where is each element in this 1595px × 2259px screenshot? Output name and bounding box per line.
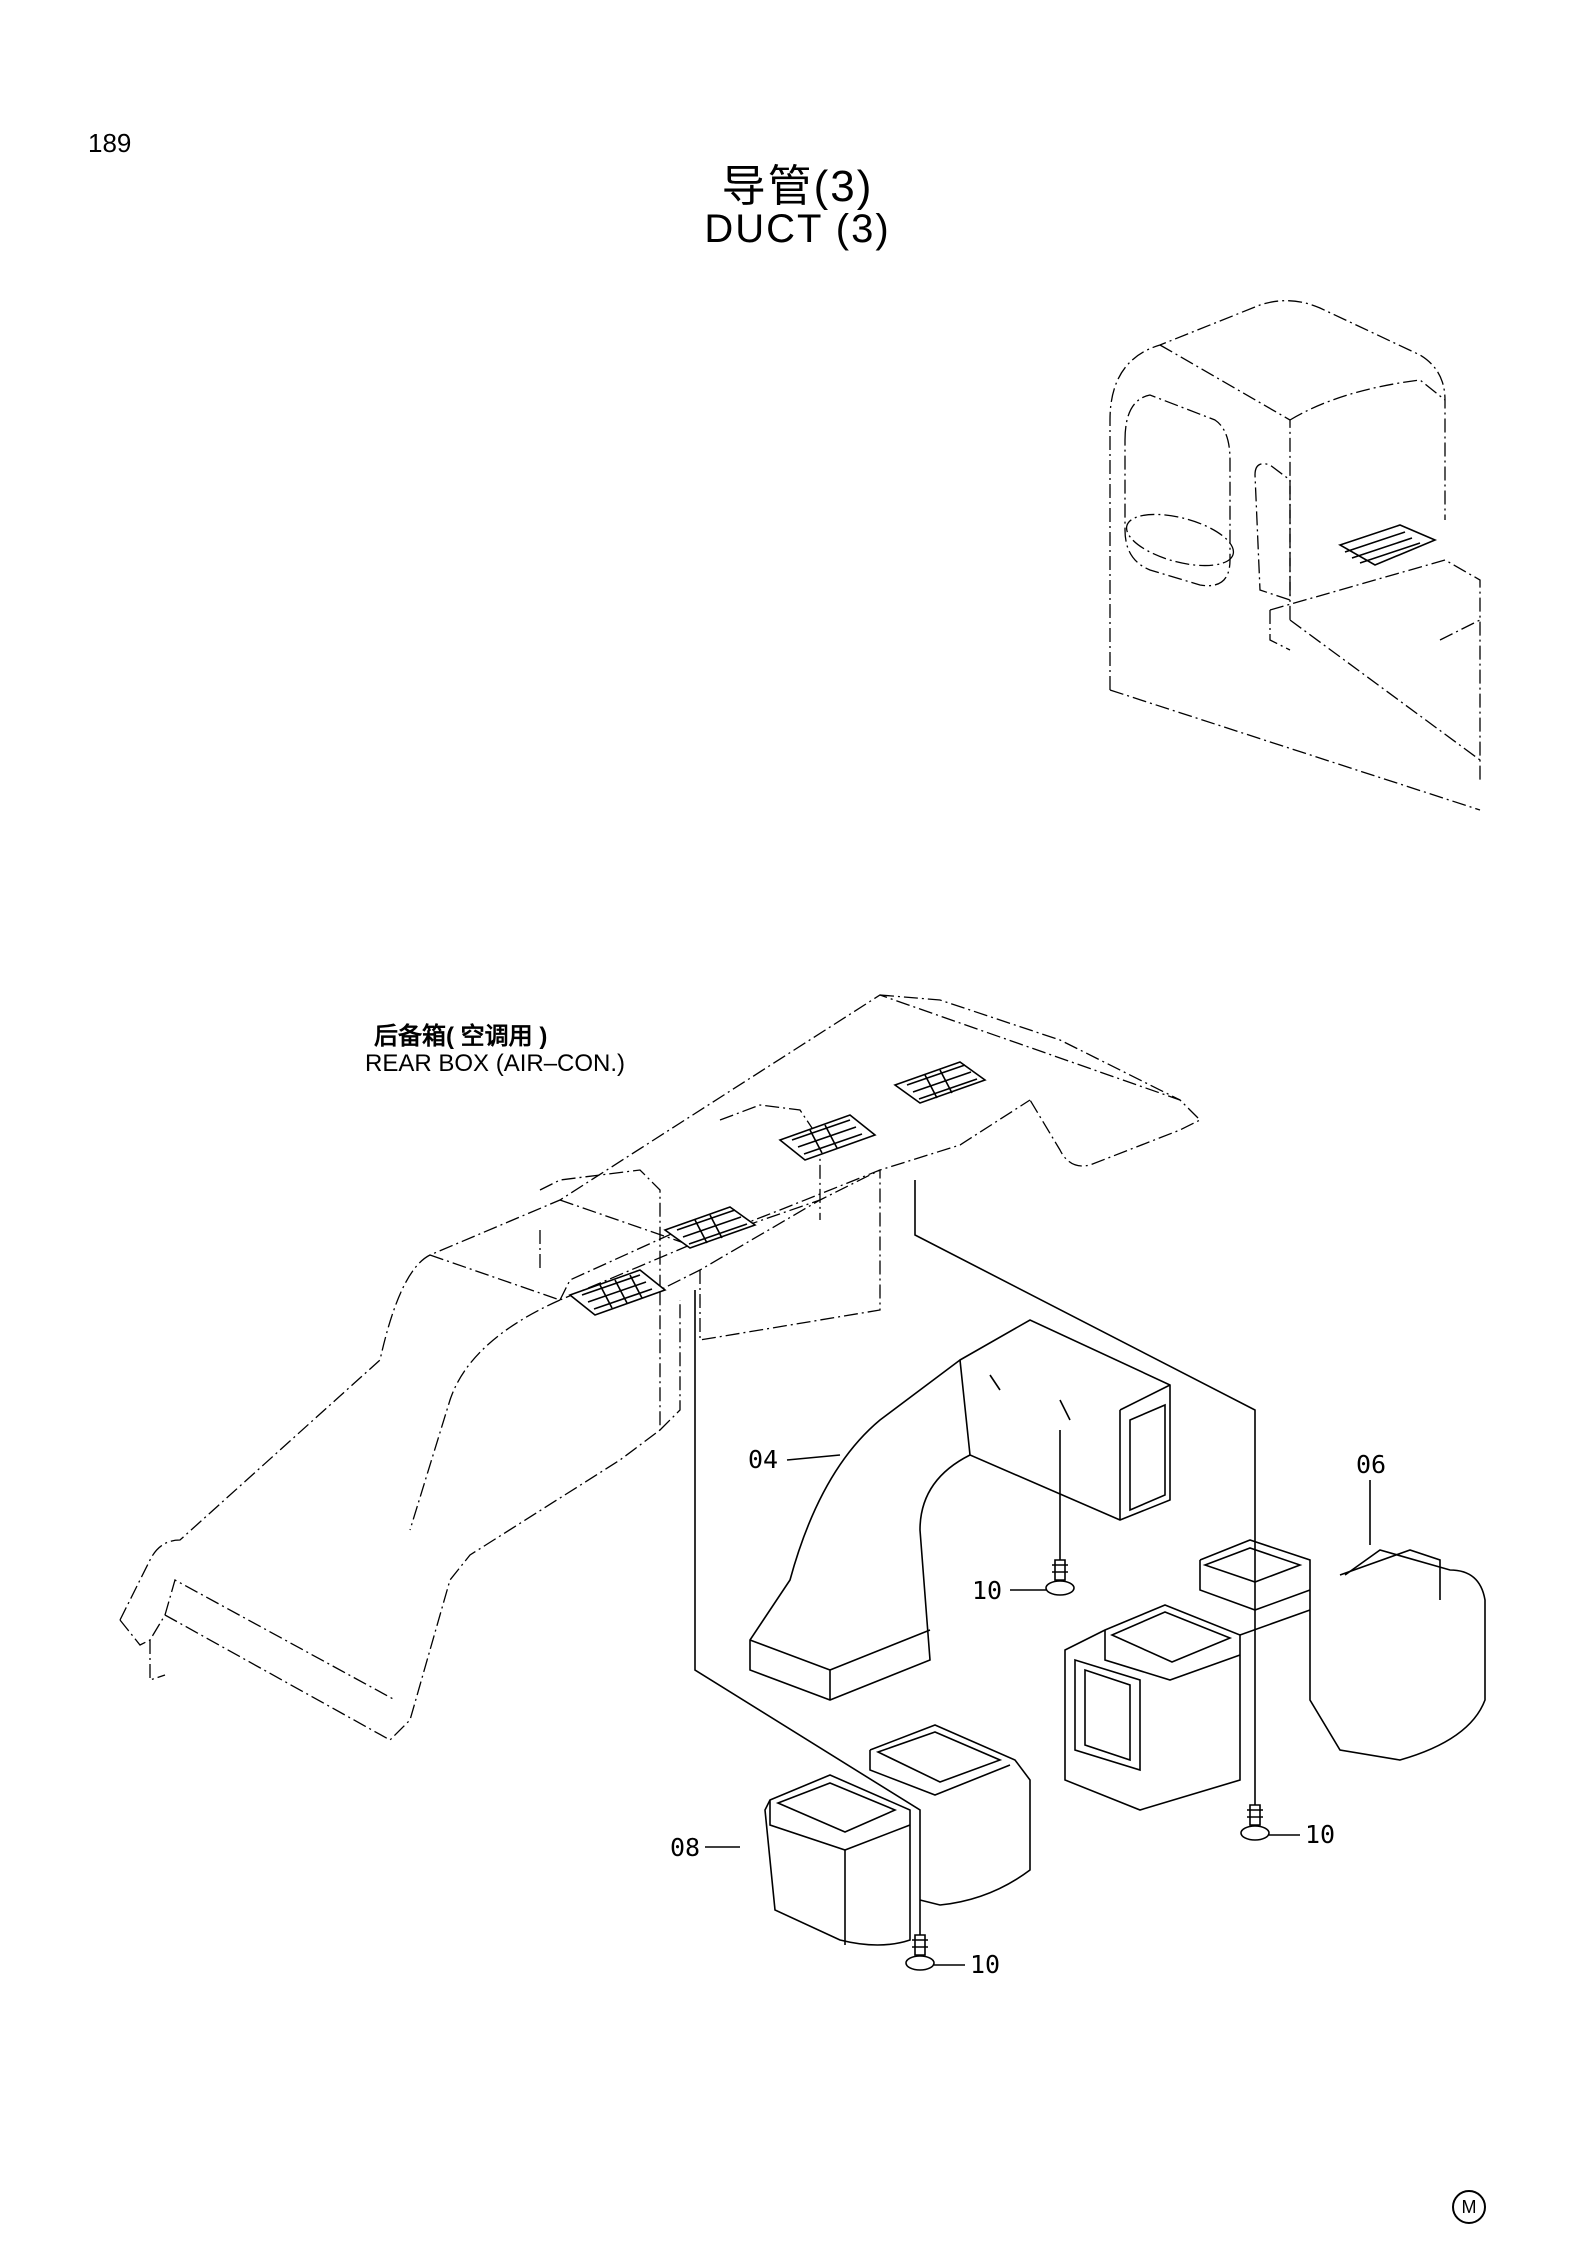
duct-04-drawing [749, 1319, 1171, 1701]
circled-m-mark: M [1452, 2190, 1486, 2224]
bolt-10-upper-drawing [1045, 1559, 1075, 1596]
part-ref-04: 04 [748, 1445, 779, 1474]
page-number: 189 [88, 128, 132, 158]
duct-08-drawing [764, 1724, 1031, 1946]
rear-box-callout-en: REAR BOX (AIR–CON.) [365, 1050, 626, 1077]
page-title-zh: 导管(3) [721, 162, 874, 211]
bolt-10-right-drawing [1240, 1804, 1270, 1841]
part-ref-08: 08 [670, 1833, 701, 1862]
duct-06-drawing [1064, 1539, 1486, 1811]
cab-overview-drawing [1109, 300, 1481, 811]
page-title-en: DUCT (3) [704, 207, 891, 251]
part-ref-10-right: 10 [1305, 1820, 1336, 1849]
part-ref-10-upper: 10 [972, 1576, 1003, 1605]
part-ref-10-lower: 10 [970, 1950, 1001, 1979]
leader-lines [705, 1454, 1371, 1966]
bolt-10-lower-drawing [905, 1934, 935, 1971]
assembly-lines [694, 1180, 1256, 1935]
rear-box-callout-zh: 后备箱( 空调用 ) [374, 1023, 548, 1050]
part-ref-06: 06 [1356, 1450, 1387, 1479]
rear-box-drawing [119, 994, 1202, 1741]
